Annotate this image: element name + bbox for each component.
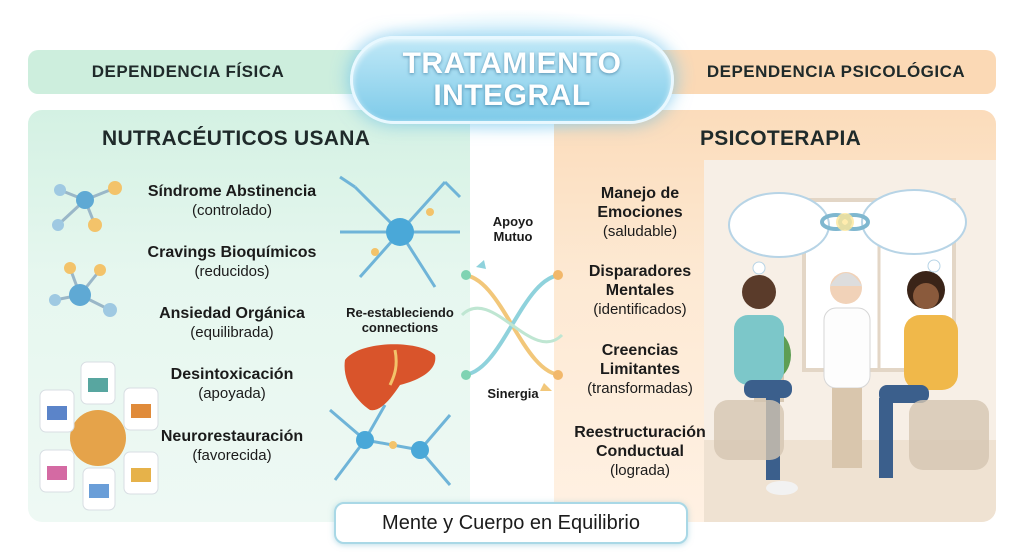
nutraceuticals-title: NUTRACÉUTICOS USANA	[102, 127, 371, 150]
mutual-support-line-1: Apoyo	[492, 214, 534, 229]
mind-body-balance-banner: Mente y Cuerpo en Equilibrio	[334, 502, 688, 544]
item-title-line-2: Emociones	[597, 204, 683, 221]
withdrawal-syndrome-item: Síndrome Abstinencia (controlado)	[132, 182, 332, 220]
connections-line-2: connections	[361, 320, 439, 335]
molecule-icon	[49, 181, 122, 317]
item-title-line-1: Reestructuración	[574, 424, 706, 441]
mutual-support-line-2: Mutuo	[493, 229, 533, 244]
limiting-beliefs-item: Creencias Limitantes (transformadas)	[560, 341, 720, 398]
item-title: Síndrome Abstinencia	[147, 183, 317, 200]
psychotherapy-title: PSICOTERAPIA	[700, 127, 862, 150]
neuron-network-icon	[329, 404, 452, 486]
item-title-line-1: Manejo de	[600, 185, 680, 202]
item-title: Ansiedad Orgánica	[159, 305, 305, 322]
detox-item: Desintoxicación (apoyada)	[132, 365, 332, 403]
item-status: (equilibrada)	[190, 324, 274, 341]
psychological-dependence-label: DEPENDENCIA PSICOLÓGICA	[706, 62, 966, 81]
item-status: (saludable)	[602, 223, 678, 240]
liver-icon	[344, 344, 436, 411]
item-title-line-2: Conductual	[596, 443, 684, 460]
connections-line-1: Re-estableciendo	[346, 305, 454, 320]
item-title-line-1: Disparadores	[588, 263, 692, 280]
item-status: (identificados)	[593, 301, 687, 318]
synergy-infinity-connector	[460, 260, 564, 391]
mental-triggers-item: Disparadores Mentales (identificados)	[560, 262, 720, 319]
item-status: (apoyada)	[198, 385, 266, 402]
integral-treatment-title: TRATAMIENTO INTEGRAL	[350, 36, 674, 124]
supplement-bottles	[39, 361, 159, 511]
item-status: (lograda)	[609, 462, 671, 479]
item-title-line-2: Mentales	[605, 282, 675, 299]
item-status: (favorecida)	[192, 447, 272, 464]
title-line-1: TRATAMIENTO	[402, 47, 622, 80]
item-title-line-2: Limitantes	[599, 361, 680, 378]
neurorestoration-item: Neurorestauración (favorecida)	[132, 427, 332, 465]
emotion-management-item: Manejo de Emociones (saludable)	[560, 184, 720, 241]
synergy-label: Sinergia	[487, 386, 539, 401]
item-title: Desintoxicación	[170, 366, 294, 383]
item-status: (reducidos)	[194, 263, 270, 280]
biochemical-cravings-item: Cravings Bioquímicos (reducidos)	[132, 243, 332, 281]
item-status: (transformadas)	[587, 380, 693, 397]
therapy-session-illustration	[704, 160, 996, 522]
psychotherapy-panel	[554, 110, 996, 522]
neuron-icon	[339, 175, 462, 288]
title-line-2: INTEGRAL	[433, 79, 591, 112]
footer-text: Mente y Cuerpo en Equilibrio	[382, 511, 640, 534]
mutual-support-label: Apoyo Mutuo	[478, 214, 548, 244]
item-title: Neurorestauración	[160, 428, 304, 445]
physical-dependence-label: DEPENDENCIA FÍSICA	[91, 62, 285, 81]
item-status: (controlado)	[191, 202, 273, 219]
reestablishing-connections-label: Re-estableciendo connections	[340, 305, 460, 335]
organic-anxiety-item: Ansiedad Orgánica (equilibrada)	[132, 304, 332, 342]
item-title: Cravings Bioquímicos	[147, 244, 317, 261]
behavioral-restructuring-item: Reestructuración Conductual (lograda)	[560, 423, 720, 480]
item-title-line-1: Creencias	[601, 342, 679, 359]
